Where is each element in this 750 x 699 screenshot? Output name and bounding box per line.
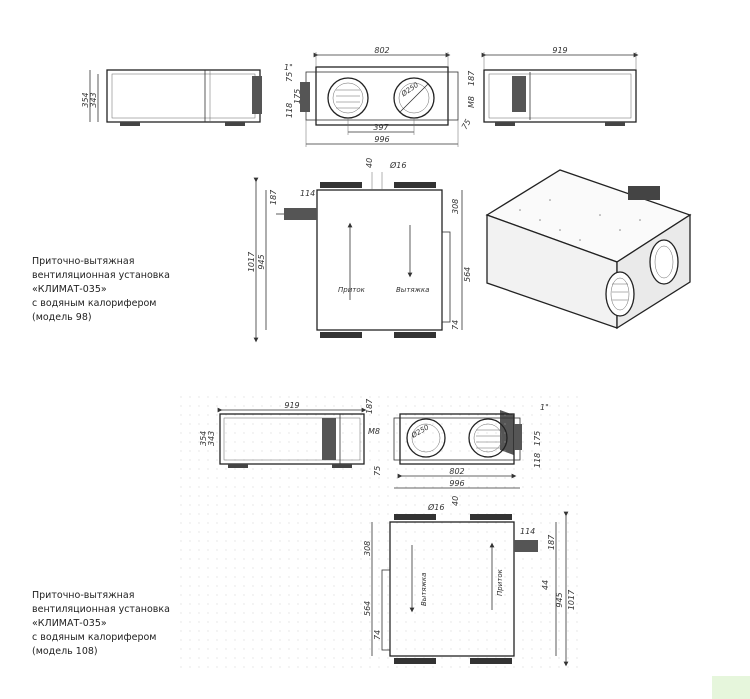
dim-text: 354 [81,92,90,107]
dim-text: Ø16 [389,160,406,170]
caption-line: (модель 108) [32,646,98,657]
caption-model-98: Приточно-вытяжная вентиляционная установ… [32,255,170,325]
dim-text: Ø16 [427,502,444,512]
dim-text: 187 [365,398,374,414]
dim-text: 564 [363,601,372,616]
caption-line: с водяным калорифером [32,632,157,643]
m98-isometric-view [485,169,692,456]
dim-text: 343 [89,92,98,107]
caption-line: Приточно-вытяжная [32,256,135,267]
dim-text: 75 [285,72,294,82]
caption-line: «КЛИМАТ-035» [32,284,107,295]
dim-text: 308 [451,199,460,214]
model-108-drawings: 919 187 354 343 М8 Ø250 802 996 175 118 [180,390,582,670]
model-98-drawings: 354 343 Ø250 802 397 [81,46,692,456]
dim-text: 919 [284,401,299,410]
corner-decoration [712,676,750,699]
dim-text: 308 [363,541,372,556]
dim-text: 74 [451,320,460,330]
caption-model-108: Приточно-вытяжная вентиляционная установ… [32,589,170,659]
dim-text: 114 [300,189,315,198]
m108-side-view: 919 187 354 343 М8 [199,398,380,468]
dim-text: 802 [374,46,389,55]
arrow-label-supply: Приток [496,568,504,596]
dim-text: М8 [467,96,476,108]
dim-text: 175 [533,431,542,446]
dim-text: 175 [293,89,302,104]
dim-text: 187 [269,189,278,205]
dim-text: 945 [257,254,266,269]
dim-text: 919 [552,46,567,55]
m98-side-view-left: 354 343 [81,69,262,126]
dim-text: 945 [555,592,564,607]
dim-text: 1" [540,403,549,412]
caption-line: вентиляционная установка [32,604,170,615]
dim-text: 397 [373,123,389,132]
m98-side-view-right: 919 187 75 М8 [460,46,639,131]
arrow-label-exhaust: Вытяжка [396,286,429,294]
dim-text: 118 [285,103,294,118]
dim-text: 118 [533,453,542,468]
caption-line: вентиляционная установка [32,270,170,281]
m98-plan-view: Приток Вытяжка 1017 945 187 114 40 Ø16 3… [247,158,472,343]
dim-text: 1" [284,63,293,72]
dim-text: 564 [463,267,472,282]
arrow-label-supply: Приток [338,286,366,294]
dim-text: 75 [373,466,382,476]
dim-text: М8 [368,427,380,436]
dim-text: 802 [449,467,464,476]
dim-text: 343 [207,431,216,446]
dim-text: 187 [467,70,476,86]
dim-text: 1017 [567,589,576,610]
dim-text: 44 [541,580,550,590]
dim-text: 75 [460,118,473,131]
dim-text: 996 [449,479,464,488]
caption-line: (модель 98) [32,312,92,323]
caption-line: с водяным калорифером [32,298,157,309]
caption-line: Приточно-вытяжная [32,590,135,601]
dim-text: 114 [520,527,535,536]
dim-text: 996 [374,135,389,144]
dim-text: 40 [451,496,460,506]
m108-plan-view: Вытяжка Приток Ø16 40 308 564 74 114 187… [363,496,576,667]
dim-text: 40 [365,158,374,168]
dim-text: 187 [547,534,556,550]
m108-front-view: Ø250 802 996 175 118 75 1" [373,403,549,489]
dim-text: 354 [199,431,208,446]
dim-text: 1017 [247,251,256,272]
caption-line: «КЛИМАТ-035» [32,618,107,629]
dim-text: 74 [373,630,382,640]
m98-front-view: Ø250 802 397 996 75 118 175 1" [284,46,459,147]
arrow-label-exhaust: Вытяжка [420,573,428,606]
